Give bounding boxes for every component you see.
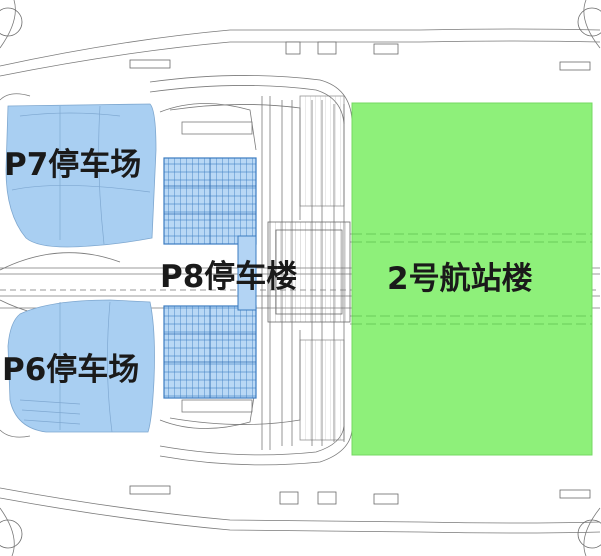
p7-parking-label: P7停车场 — [4, 147, 142, 183]
p8-garage — [163, 157, 257, 399]
p7-parking-area — [5, 103, 157, 248]
terminal-2-building — [351, 102, 593, 456]
ground-transport-center — [267, 95, 351, 441]
p6-parking-label: P6停车场 — [2, 352, 140, 388]
p6-parking-area — [7, 299, 155, 433]
terminal-2-linework — [352, 233, 592, 325]
roundabouts — [0, 7, 601, 549]
p6-internal-paths — [19, 301, 113, 433]
terminal-2-label: 2号航站楼 — [387, 261, 533, 297]
ancillary-structures — [129, 41, 591, 505]
p8-garage-label: P8停车楼 — [160, 259, 298, 295]
p7-internal-paths — [11, 105, 151, 245]
